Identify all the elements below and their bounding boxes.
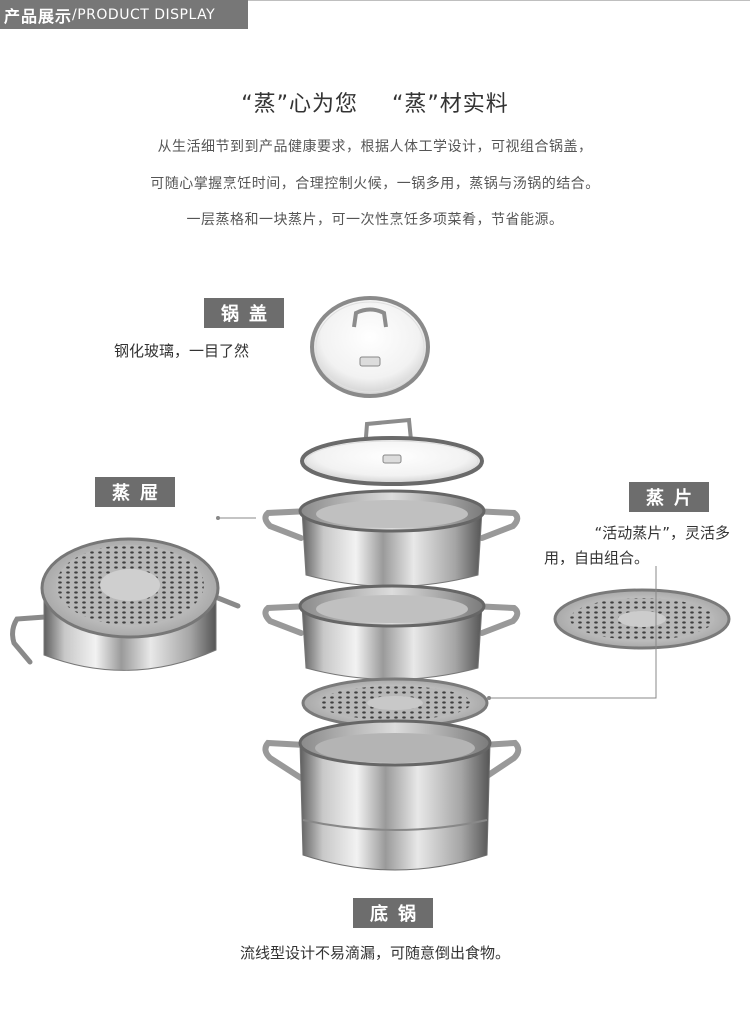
base-pot-description: 流线型设计不易滴漏，可随意倒出食物。 — [239, 944, 510, 962]
steamer-plate-leader-line — [489, 566, 657, 699]
intro-line-2: 可随心掌握烹饪时间，合理控制火候，一锅多用，蒸锅与汤锅的结合。 — [150, 176, 600, 192]
steamer-tray-image — [10, 537, 241, 671]
base-pot-label: 底锅 — [353, 898, 433, 928]
lid-description: 钢化玻璃，一目了然 — [114, 342, 250, 360]
top-rule — [0, 0, 750, 1]
steamer-tray-label: 蒸屉 — [95, 477, 175, 507]
headline: “蒸”心为您 “蒸”材实料 — [0, 86, 750, 118]
steamer-plate-desc-line-2: 用，自由组合。 — [544, 549, 650, 567]
steamer-plate-description: “活动蒸片”，灵活多 用，自由组合。 — [527, 521, 730, 571]
lid-label: 锅盖 — [204, 298, 284, 328]
steamer-plate-label: 蒸片 — [629, 482, 709, 512]
section-title-cn: 产品展示 — [4, 6, 73, 26]
headline-part-2: “蒸”材实料 — [392, 92, 509, 117]
intro-line-1: 从生活细节到到产品健康要求，根据人体工学设计，可视组合锅盖， — [157, 139, 593, 155]
section-header: 产品展示/PRODUCT DISPLAY — [0, 0, 248, 29]
steamer-tier-1-image — [262, 489, 521, 587]
section-title-en: PRODUCT DISPLAY — [77, 6, 216, 23]
steamer-tier-2-image — [262, 584, 521, 680]
lid-flat-image — [300, 417, 484, 486]
section-title-separator: / — [72, 6, 78, 23]
steamer-plate-desc-line-1: “活动蒸片”，灵活多 — [594, 524, 730, 542]
steamer-plate-image — [553, 588, 731, 650]
base-pot-image — [262, 719, 522, 871]
lid-large-image — [310, 296, 430, 398]
steamer-plate-stack-image — [301, 677, 489, 729]
headline-part-1: “蒸”心为您 — [241, 92, 358, 117]
intro-line-3: 一层蒸格和一块蒸片，可一次性烹饪多项菜肴，节省能源。 — [186, 212, 564, 228]
